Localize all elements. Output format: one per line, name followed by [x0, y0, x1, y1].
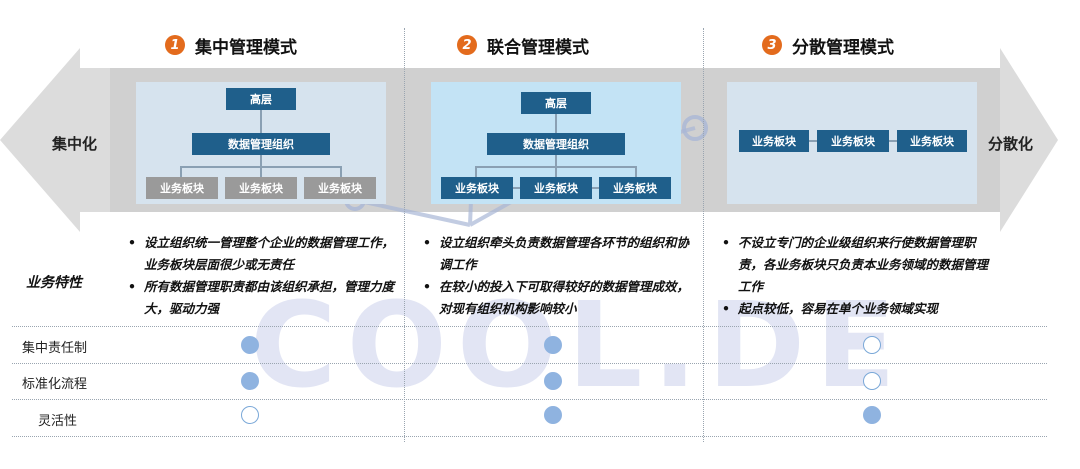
empty-rating-dot: [863, 372, 881, 390]
feature-item: 设立组织统一管理整个企业的数据管理工作，业务板块层面很少或无责任: [128, 232, 400, 276]
decentralized-label: 分散化: [988, 135, 1034, 153]
mode-2-label: 联合管理模式: [487, 37, 589, 58]
top-management-box: 高层: [521, 92, 591, 114]
filled-rating-dot: [544, 336, 562, 354]
centralized-org-panel: 高层 数据管理组织 业务板块 业务板块 业务板块: [136, 82, 386, 204]
filled-rating-dot: [544, 406, 562, 424]
column-divider: [703, 28, 704, 442]
row-divider: [12, 326, 1047, 327]
mode-3-label: 分散管理模式: [792, 37, 894, 58]
empty-rating-dot: [863, 336, 881, 354]
filled-rating-dot: [241, 336, 259, 354]
feature-item: 在较小的投入下可取得较好的数据管理成效，对现有组织机构影响较小: [423, 276, 695, 320]
filled-rating-dot: [544, 372, 562, 390]
business-unit-box: 业务板块: [520, 177, 592, 199]
criteria-label-standardized-process: 标准化流程: [22, 377, 88, 392]
business-feature-label: 业务特性: [26, 275, 82, 291]
criteria-label-flexibility: 灵活性: [38, 414, 78, 429]
mode-2-features: 设立组织牵头负责数据管理各环节的组织和协调工作 在较小的投入下可取得较好的数据管…: [423, 232, 695, 320]
mode-2-title: 2 联合管理模式: [457, 30, 589, 60]
business-unit-box: 业务板块: [225, 177, 297, 199]
federated-org-panel: 高层 数据管理组织 业务板块 业务板块 业务板块: [431, 82, 681, 204]
mode-1-number: 1: [165, 35, 185, 55]
business-unit-box: 业务板块: [304, 177, 376, 199]
centralized-label: 集中化: [52, 135, 98, 153]
top-management-box: 高层: [226, 88, 296, 110]
filled-rating-dot: [863, 406, 881, 424]
mode-2-number: 2: [457, 35, 477, 55]
criteria-label-centralized-responsibility: 集中责任制: [22, 341, 88, 356]
mode-3-features: 不设立专门的企业级组织来行使数据管理职责，各业务板块只负责本业务领域的数据管理工…: [722, 232, 994, 320]
business-unit-box: 业务板块: [441, 177, 513, 199]
business-unit-box: 业务板块: [817, 130, 889, 152]
feature-item: 不设立专门的企业级组织来行使数据管理职责，各业务板块只负责本业务领域的数据管理工…: [722, 232, 994, 298]
business-unit-box: 业务板块: [739, 130, 809, 152]
empty-rating-dot: [241, 406, 259, 424]
mode-3-number: 3: [762, 35, 782, 55]
mode-1-title: 1 集中管理模式: [165, 30, 297, 60]
mode-1-features: 设立组织统一管理整个企业的数据管理工作，业务板块层面很少或无责任 所有数据管理职…: [128, 232, 400, 320]
feature-item: 所有数据管理职责都由该组织承担，管理力度大，驱动力强: [128, 276, 400, 320]
data-mgmt-org-box: 数据管理组织: [487, 133, 625, 155]
feature-item: 设立组织牵头负责数据管理各环节的组织和协调工作: [423, 232, 695, 276]
business-unit-box: 业务板块: [146, 177, 218, 199]
feature-item: 起点较低，容易在单个业务领域实现: [722, 298, 994, 320]
data-mgmt-org-box: 数据管理组织: [192, 133, 330, 155]
row-divider: [12, 436, 1047, 437]
mode-3-title: 3 分散管理模式: [762, 30, 894, 60]
row-divider: [12, 363, 1047, 364]
column-divider: [404, 28, 405, 442]
business-unit-box: 业务板块: [599, 177, 671, 199]
row-divider: [12, 399, 1047, 400]
decentralized-org-panel: 业务板块 业务板块 业务板块: [727, 82, 977, 204]
filled-rating-dot: [241, 372, 259, 390]
business-unit-box: 业务板块: [897, 130, 967, 152]
mode-1-label: 集中管理模式: [195, 37, 297, 58]
